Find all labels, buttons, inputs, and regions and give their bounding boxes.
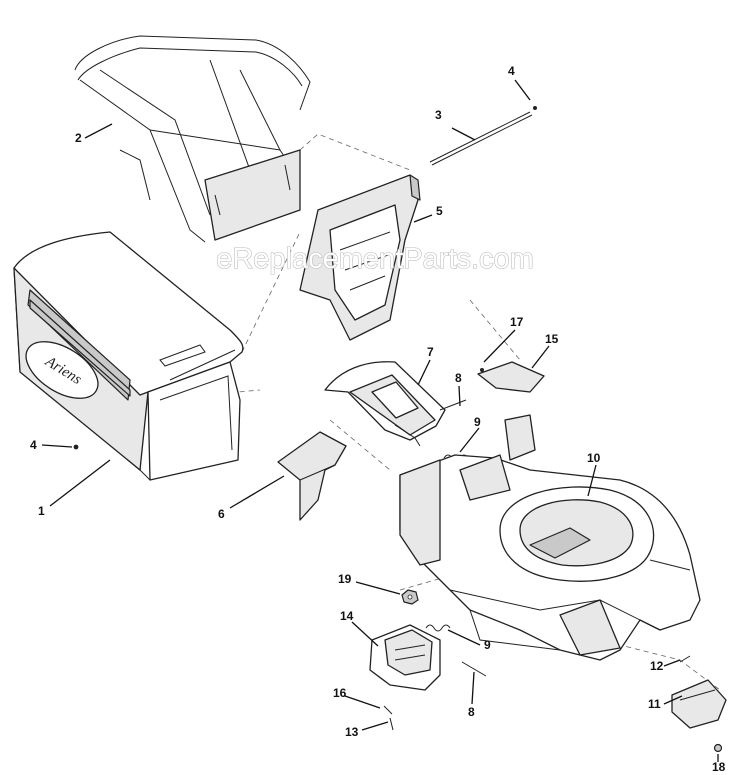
part-5-discharge-chute xyxy=(299,174,421,341)
part-11-bracket xyxy=(671,679,727,729)
leader-lines xyxy=(41,79,719,762)
part-3-rod xyxy=(429,111,533,166)
part-16-screw xyxy=(383,705,393,715)
callout-14: 14 xyxy=(340,609,354,623)
callout-8-upper: 8 xyxy=(455,371,462,385)
callout-4-bag-pin: 4 xyxy=(30,438,37,452)
part-6-plate xyxy=(277,431,347,521)
callout-11: 11 xyxy=(648,697,661,711)
callout-8-lower: 8 xyxy=(468,705,475,719)
callout-4-rod-pin: 4 xyxy=(508,64,515,78)
callout-13: 13 xyxy=(345,725,359,739)
part-4-pin xyxy=(73,106,537,450)
callout-17: 17 xyxy=(510,315,524,329)
part-10-mower-deck xyxy=(399,414,701,661)
callout-18: 18 xyxy=(712,760,726,774)
part-15-plate xyxy=(477,361,545,393)
callout-labels: 2 3 4 5 4 1 6 7 8 9 17 15 10 19 14 9 8 1… xyxy=(30,64,726,774)
part-14-front-flap xyxy=(369,624,441,691)
callout-12: 12 xyxy=(650,659,664,673)
callout-6: 6 xyxy=(218,507,225,521)
callout-9-upper: 9 xyxy=(474,415,481,429)
part-13-bolt xyxy=(389,717,394,731)
part-2-bag-frame xyxy=(74,35,311,243)
part-7-rear-door xyxy=(324,361,446,447)
part-1-grass-bag: Ariens xyxy=(13,231,244,481)
part-19-nut xyxy=(401,589,419,605)
callout-9-lower: 9 xyxy=(484,638,491,652)
part-18-nut xyxy=(713,743,723,753)
callout-15: 15 xyxy=(545,332,559,346)
callout-16: 16 xyxy=(333,686,347,700)
callout-2: 2 xyxy=(75,131,82,145)
callout-1: 1 xyxy=(38,504,45,518)
callout-10: 10 xyxy=(587,451,601,465)
watermark: eReplacementParts.com xyxy=(216,243,534,275)
part-17-screw xyxy=(480,368,484,372)
part-8-pin xyxy=(439,399,487,677)
callout-19: 19 xyxy=(338,572,352,586)
callout-5: 5 xyxy=(436,204,443,218)
part-12-screw xyxy=(679,655,691,663)
callout-3: 3 xyxy=(435,108,442,122)
callout-7: 7 xyxy=(427,345,434,359)
